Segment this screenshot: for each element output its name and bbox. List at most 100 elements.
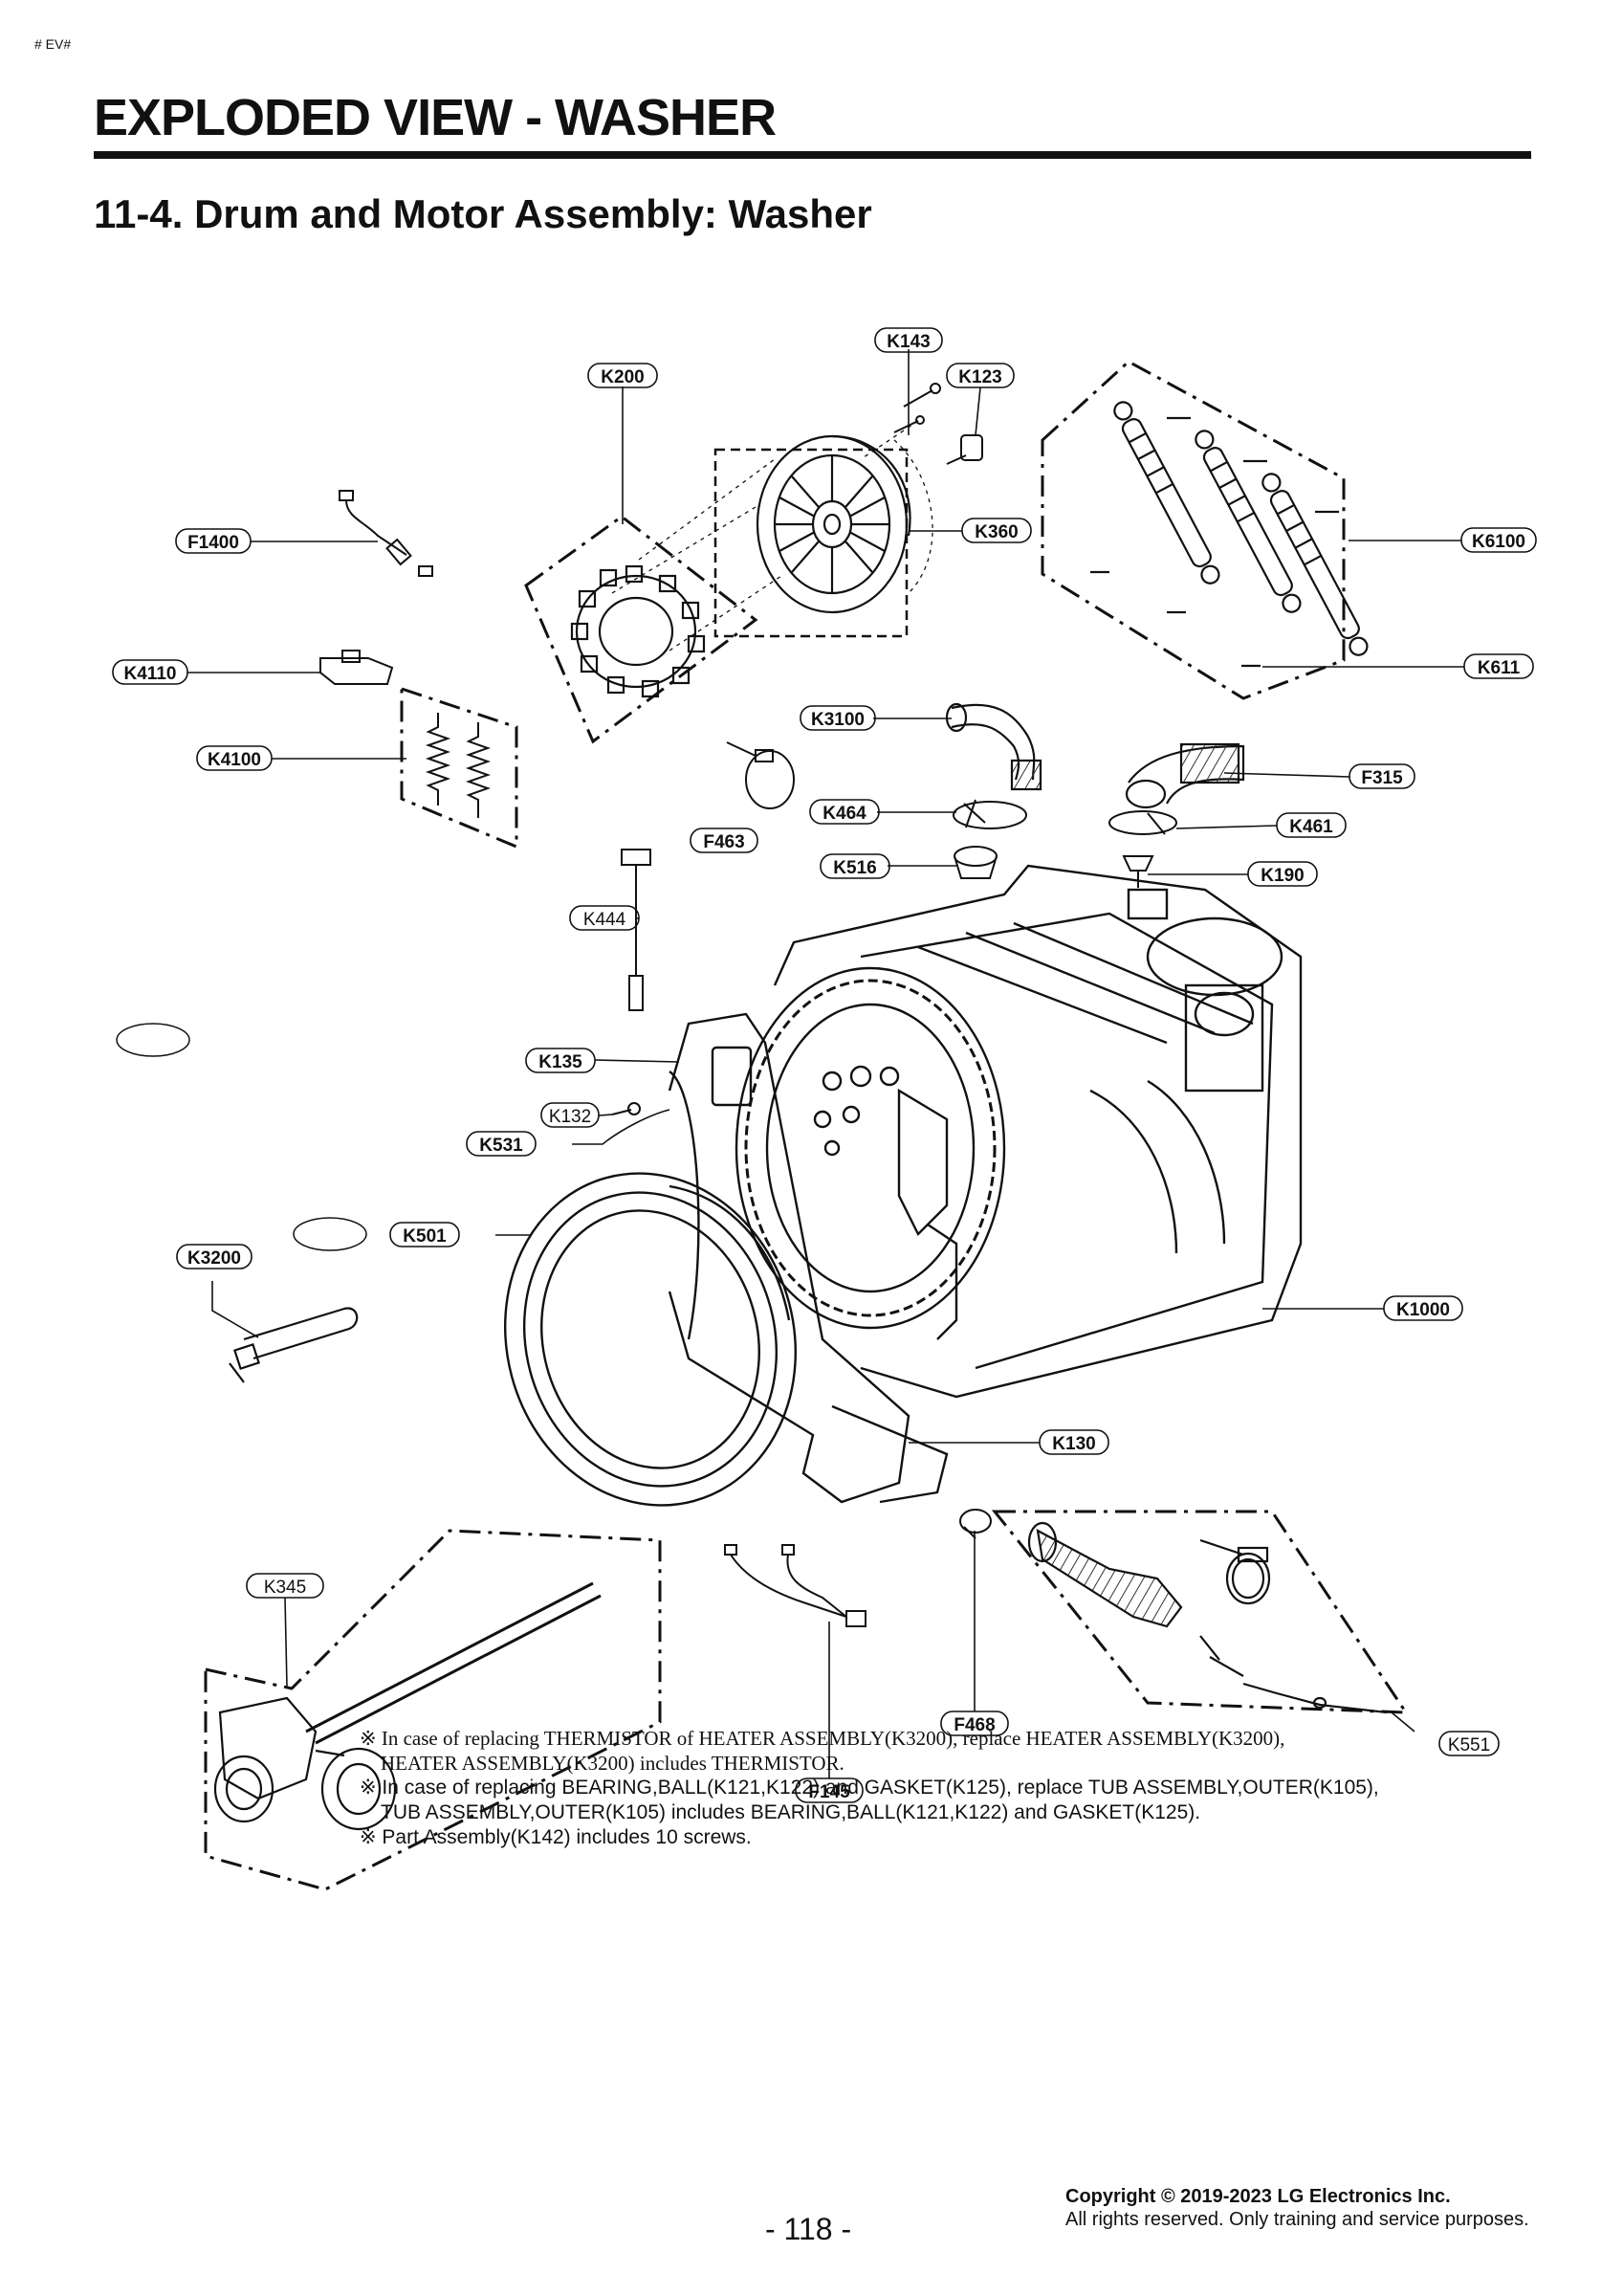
page-title: EXPLODED VIEW - WASHER	[94, 89, 777, 146]
stator-k200	[570, 564, 706, 698]
label-k464: K464	[822, 804, 866, 824]
label-k345: K345	[264, 1578, 306, 1598]
leader-lines	[187, 349, 1464, 1778]
page-tag: # EV#	[34, 36, 72, 52]
note-2: ※ In case of replacing BEARING,BALL(K121…	[360, 1777, 1379, 1799]
bolt-k123	[946, 434, 983, 465]
shock-absorbers-k6100	[1090, 401, 1369, 668]
callout-k143: K143	[874, 327, 943, 353]
group-k200-outline	[524, 515, 758, 744]
callout-k3200: K3200	[176, 1244, 252, 1269]
note-1-cont: HEATER ASSEMBLY(K3200) includes THERMIST…	[381, 1752, 844, 1775]
label-k200: K200	[601, 367, 644, 387]
clamp-k461	[1108, 810, 1177, 835]
note-2-cont: TUB ASSEMBLY,OUTER(K105) includes BEARIN…	[381, 1801, 1201, 1823]
tub-k1000	[735, 864, 1303, 1399]
callout-k345: K345	[246, 1573, 324, 1599]
callout-k551: K551	[1438, 1731, 1500, 1756]
heater-k3200	[229, 1307, 359, 1383]
callout-k123: K123	[946, 363, 1015, 388]
label-k360: K360	[975, 522, 1018, 542]
callout-k444: K444	[569, 905, 640, 931]
callout-k531: K531	[466, 1131, 537, 1157]
callout-k4100: K4100	[196, 745, 273, 771]
label-k6100: K6100	[1472, 532, 1525, 552]
rotor-k360	[756, 434, 911, 614]
label-k190: K190	[1261, 866, 1304, 886]
callout-k4110: K4110	[112, 659, 188, 685]
label-k4100: K4100	[208, 750, 261, 770]
hose-k3100	[945, 702, 1042, 791]
label-k444: K444	[583, 910, 626, 930]
label-k4110: K4110	[124, 664, 177, 684]
callout-k132: K132	[540, 1102, 600, 1128]
front-ring-k501	[503, 1172, 798, 1507]
title-rule	[94, 151, 1531, 159]
group-outlines	[204, 360, 1409, 1891]
screw-k132	[611, 1102, 641, 1115]
callout-k501: K501	[389, 1222, 460, 1247]
callout-labels: K143 K123 K200 K360 K6100 F1400 K4110 K6…	[112, 327, 1537, 1803]
hose-f315	[1125, 742, 1245, 809]
callout-f1400: F1400	[175, 528, 252, 554]
label-k135: K135	[538, 1052, 582, 1072]
callout-k130: K130	[1039, 1429, 1109, 1455]
callout-k516: K516	[820, 853, 890, 879]
label-k611: K611	[1478, 658, 1521, 678]
label-f463: F463	[703, 832, 744, 852]
label-f1400: F1400	[187, 533, 239, 553]
clamp-f463	[726, 741, 795, 809]
group-k360-outline	[713, 448, 909, 638]
front-tub-k130	[668, 1012, 949, 1504]
callout-k190: K190	[1247, 861, 1318, 887]
label-f468: F468	[954, 1715, 995, 1735]
callout-k3100: K3100	[800, 705, 876, 731]
blank-callout-2	[293, 1217, 367, 1251]
group-k551-outline	[991, 1510, 1409, 1714]
callout-f145: F145	[795, 1777, 864, 1803]
springs-k4100	[425, 713, 492, 818]
callout-k360: K360	[961, 518, 1032, 543]
callout-k461: K461	[1276, 812, 1347, 838]
callout-k6100: K6100	[1460, 527, 1537, 553]
label-k143: K143	[887, 332, 930, 352]
pump-k345	[213, 1581, 602, 1831]
label-f315: F315	[1361, 768, 1403, 788]
callout-k464: K464	[809, 799, 880, 825]
clip-f468	[959, 1509, 992, 1539]
label-k516: K516	[833, 858, 876, 878]
label-k461: K461	[1289, 817, 1333, 837]
group-k4100-outline	[400, 686, 518, 850]
label-k123: K123	[958, 367, 1001, 387]
drain-parts-k551	[1027, 1521, 1388, 1714]
copyright-line-2: All rights reserved. Only training and s…	[1065, 2209, 1529, 2230]
copyright: Copyright © 2019-2023 LG Electronics Inc…	[1065, 2185, 1529, 2231]
harness-f145	[724, 1544, 866, 1627]
stator-teeth	[570, 564, 706, 698]
callout-k611: K611	[1463, 653, 1534, 679]
callout-k135: K135	[525, 1048, 596, 1073]
label-k551: K551	[1448, 1735, 1490, 1755]
note-3: ※ Part Assembly(K142) includes 10 screws…	[360, 1826, 752, 1848]
page-number: - 118 -	[765, 2212, 852, 2246]
clamp-k464	[953, 799, 1027, 829]
label-f145: F145	[808, 1782, 850, 1802]
notes-block: ※ In case of replacing THERMISTOR of HEA…	[360, 1726, 1555, 1850]
clip-k4110	[319, 650, 394, 685]
callout-k1000: K1000	[1383, 1295, 1463, 1321]
group-k345-outline	[204, 1529, 662, 1891]
callout-f463: F463	[690, 828, 758, 853]
label-k130: K130	[1052, 1434, 1095, 1454]
callout-k200: K200	[587, 363, 658, 388]
label-k1000: K1000	[1396, 1300, 1450, 1320]
blank-callout-1	[116, 1023, 190, 1057]
sensor-k444	[621, 849, 651, 1011]
dotted-guides	[611, 420, 933, 651]
label-k3100: K3100	[811, 710, 865, 730]
label-k531: K531	[479, 1136, 523, 1156]
seal-k516	[954, 846, 998, 879]
label-k3200: K3200	[187, 1248, 241, 1269]
copyright-line-1: Copyright © 2019-2023 LG Electronics Inc…	[1065, 2186, 1451, 2207]
label-k501: K501	[403, 1226, 447, 1247]
